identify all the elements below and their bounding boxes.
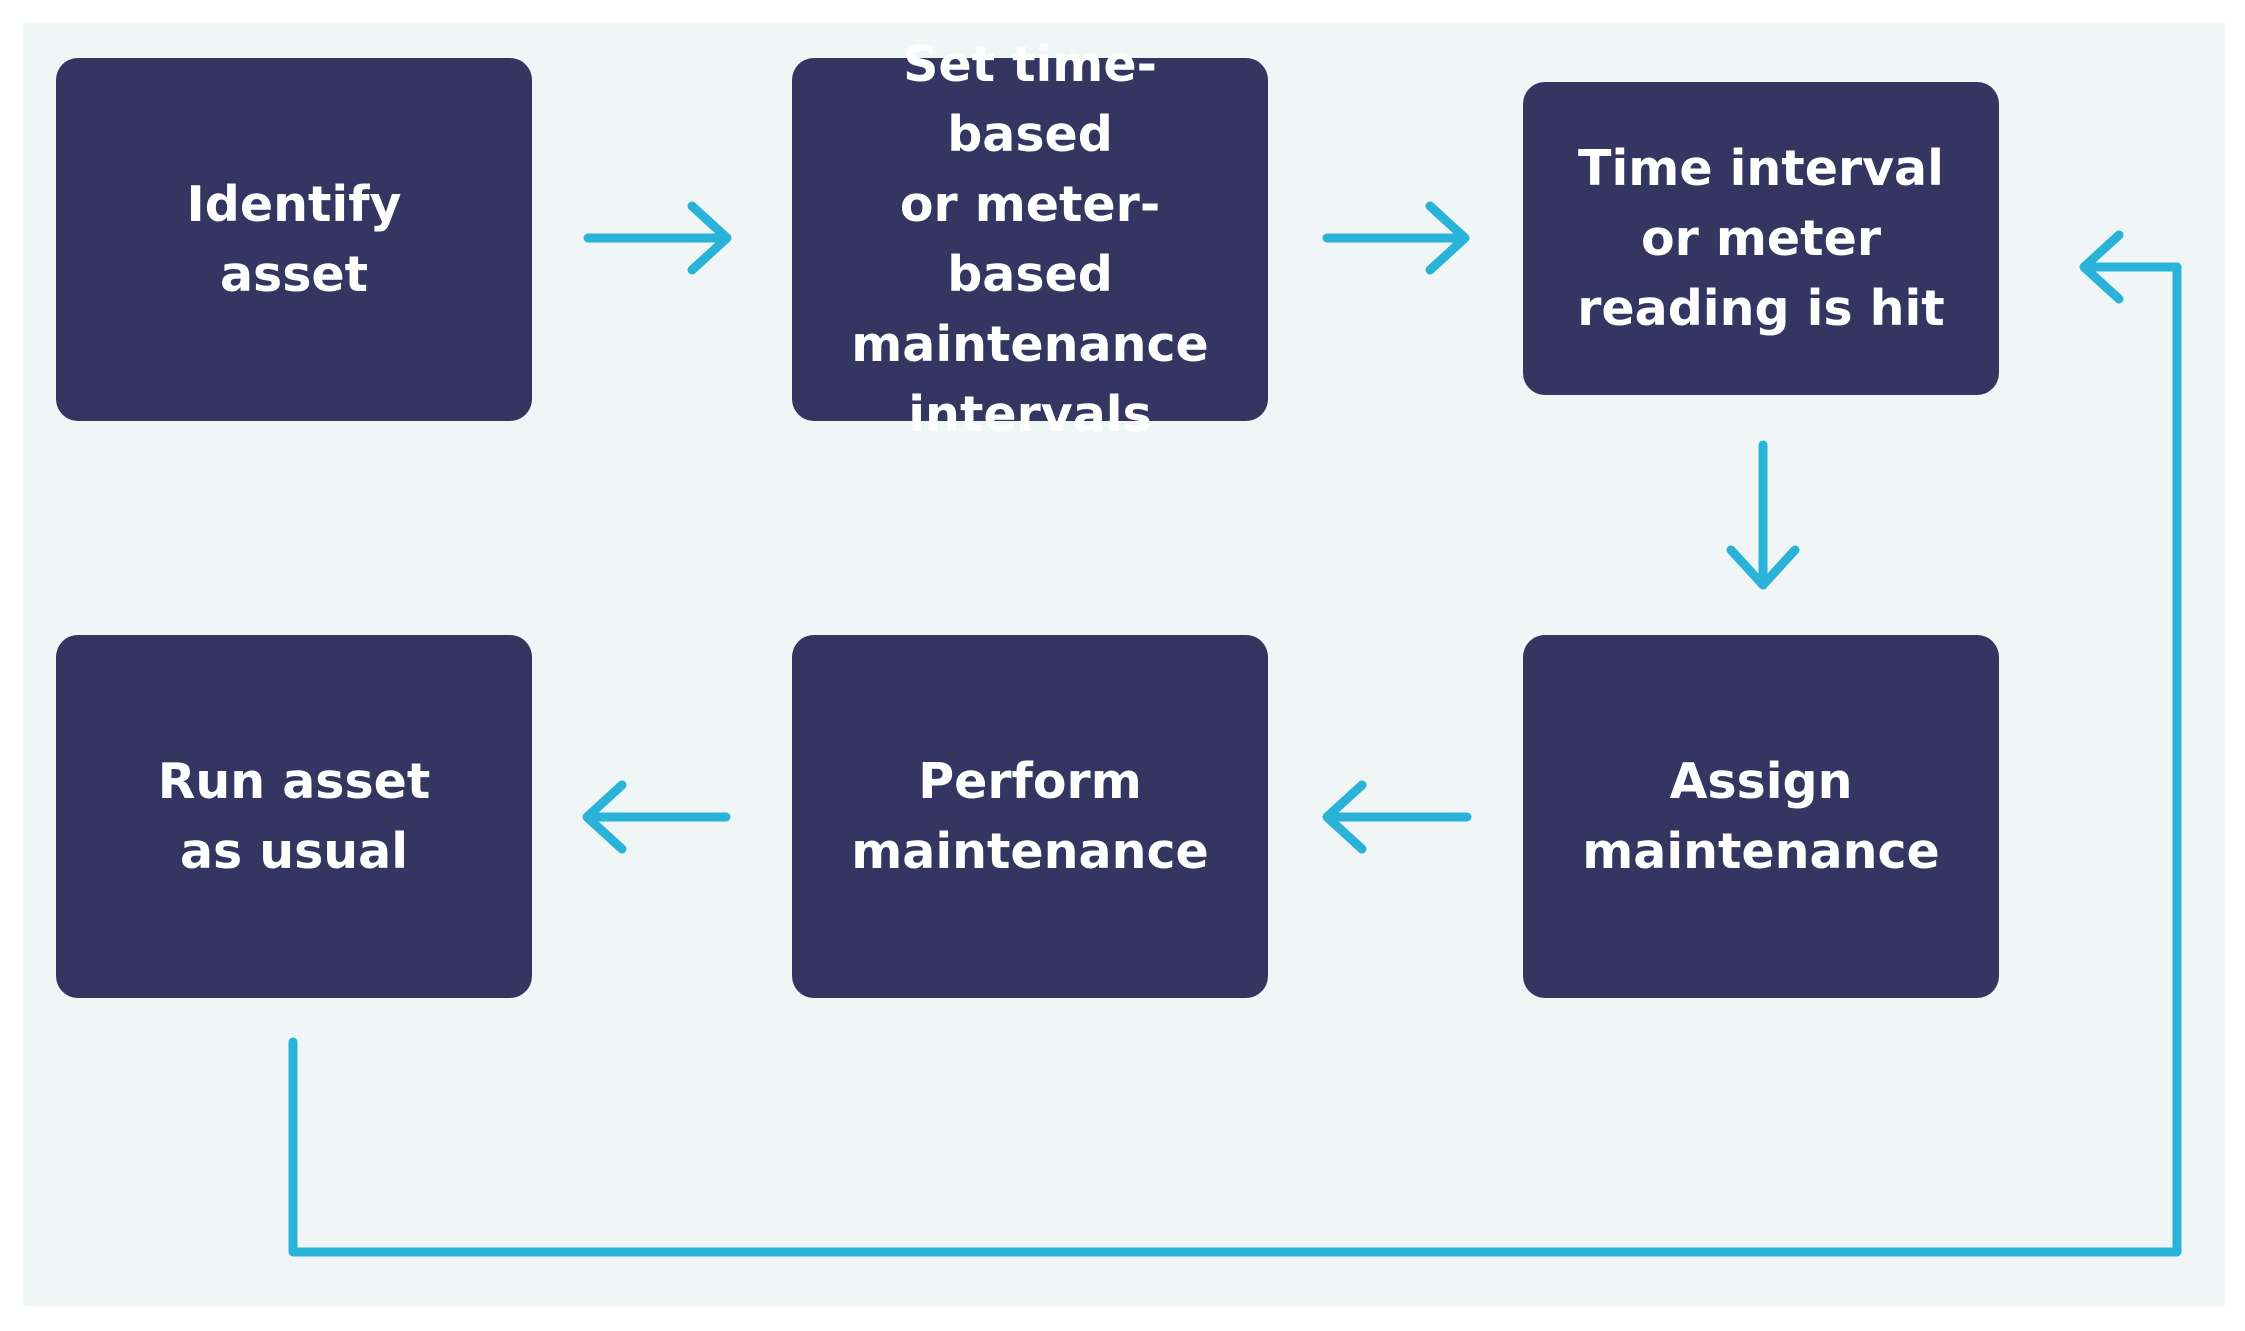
arrow-perform-to-run-asset (582, 780, 731, 854)
step-set-intervals: Set time-based or meter-based maintenanc… (792, 36, 1268, 443)
step-assign-maintenance-label: Assign maintenance (1582, 752, 1940, 880)
step-assign-maintenance: Assign maintenance (1523, 635, 1999, 998)
step-identify-asset-label: Identify asset (186, 175, 402, 303)
step-perform-maintenance-label: Perform maintenance (851, 752, 1209, 880)
step-identify-asset: Identify asset (56, 58, 532, 421)
step-interval-hit: Time interval or meter reading is hit (1523, 82, 1999, 395)
arrow-identify-to-set-intervals (583, 201, 732, 275)
arrow-run-asset-loop-to-interval-hit (288, 230, 2182, 1257)
step-run-asset: Run asset as usual (56, 635, 532, 998)
arrow-assign-to-perform (1322, 780, 1472, 854)
step-interval-hit-label: Time interval or meter reading is hit (1577, 139, 1945, 337)
step-perform-maintenance: Perform maintenance (792, 635, 1268, 998)
step-run-asset-label: Run asset as usual (157, 752, 431, 880)
arrow-interval-hit-to-assign (1726, 440, 1800, 590)
arrow-set-intervals-to-interval-hit (1322, 201, 1470, 275)
step-set-intervals-label: Set time-based or meter-based maintenanc… (851, 35, 1209, 443)
